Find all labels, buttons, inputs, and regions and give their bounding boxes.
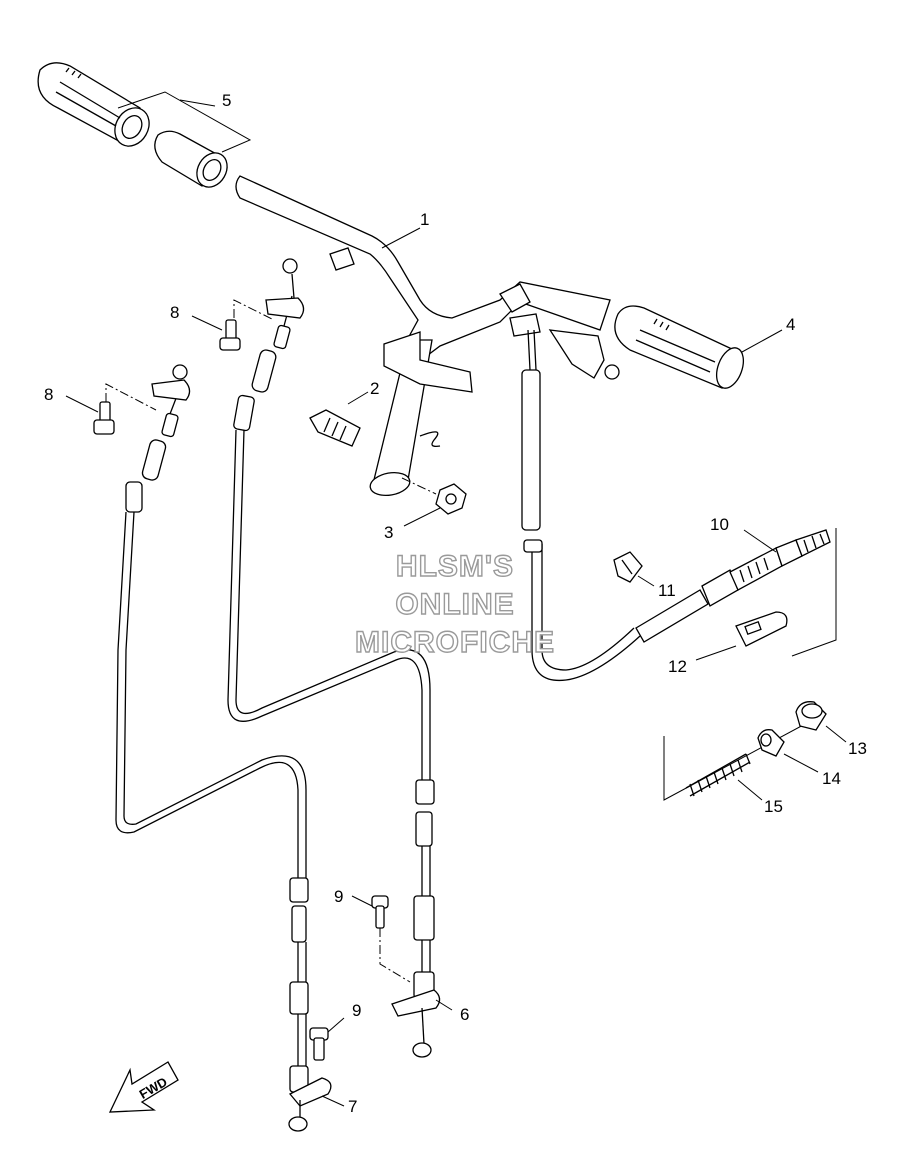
label-part-5: 5 bbox=[222, 91, 231, 110]
screw-9-upper bbox=[371, 895, 389, 929]
adjuster-collar bbox=[757, 729, 785, 757]
label-part-15: 15 bbox=[764, 797, 783, 816]
watermark-line-2: ONLINE bbox=[395, 588, 514, 621]
screw-8-upper bbox=[219, 319, 241, 351]
handlebar-bolt bbox=[309, 409, 361, 447]
right-grip bbox=[614, 305, 745, 389]
label-part-8-lower: 8 bbox=[44, 385, 53, 404]
label-part-12: 12 bbox=[668, 657, 687, 676]
label-part-1: 1 bbox=[420, 210, 429, 229]
handlebar-nut bbox=[435, 483, 467, 515]
throttle-cable-left bbox=[115, 364, 332, 1132]
brake-lever-tube bbox=[521, 329, 541, 531]
handlebar bbox=[235, 175, 620, 497]
forward-arrow-icon: FWD bbox=[108, 1061, 179, 1113]
label-part-3: 3 bbox=[384, 523, 393, 542]
adjuster-spring bbox=[685, 753, 751, 797]
label-part-8-upper: 8 bbox=[170, 303, 179, 322]
label-part-4: 4 bbox=[786, 315, 795, 334]
watermark-line-1: HLSM'S bbox=[396, 550, 514, 583]
watermark: HLSM'S ONLINE MICROFICHE bbox=[354, 549, 555, 659]
label-part-10: 10 bbox=[710, 515, 729, 534]
screw-9-lower bbox=[309, 1027, 329, 1061]
throttle-sleeve bbox=[154, 130, 228, 188]
label-part-2: 2 bbox=[370, 379, 379, 398]
watermark-line-3: MICROFICHE bbox=[355, 626, 555, 659]
throttle-cable-right bbox=[227, 258, 441, 1058]
label-part-7: 7 bbox=[348, 1097, 357, 1116]
label-part-13: 13 bbox=[848, 739, 867, 758]
label-part-9-lower: 9 bbox=[352, 1001, 361, 1020]
label-part-9-upper: 9 bbox=[334, 887, 343, 906]
adjuster-cap bbox=[795, 701, 827, 731]
cable-bracket bbox=[735, 611, 788, 647]
screw-8-lower bbox=[93, 401, 115, 435]
left-grip bbox=[37, 62, 150, 147]
cable-clip bbox=[613, 551, 643, 583]
label-part-14: 14 bbox=[822, 769, 841, 788]
label-part-6: 6 bbox=[460, 1005, 469, 1024]
rear-brake-cable bbox=[523, 529, 831, 682]
label-part-11: 11 bbox=[658, 581, 676, 600]
